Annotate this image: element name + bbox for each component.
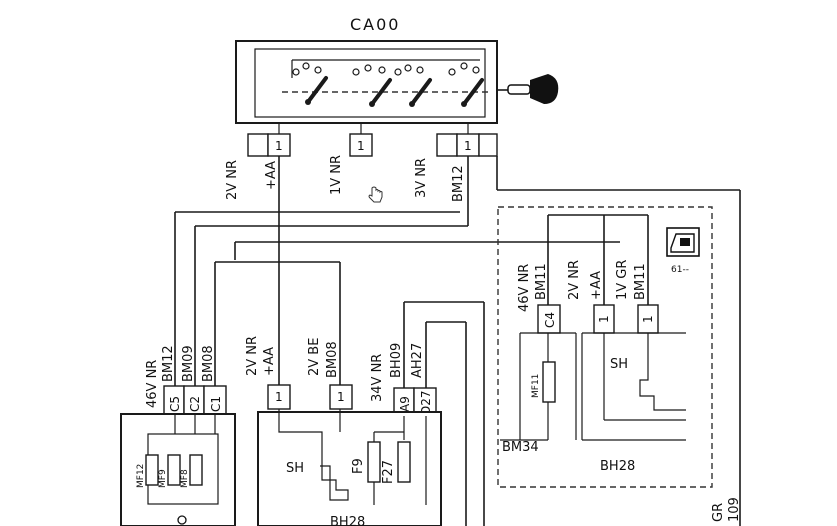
pin-label: 1 xyxy=(464,139,472,153)
wire-label: 3V NR xyxy=(414,158,429,198)
fuse-label: MF8 xyxy=(180,469,190,488)
wire-label: BM08 xyxy=(201,345,216,382)
pin-label: 1 xyxy=(337,390,345,404)
ignition-key-icon xyxy=(497,74,559,104)
shunt-label: SH xyxy=(286,461,304,476)
ground-label: BM34 xyxy=(502,440,539,455)
pin-label: 1 xyxy=(275,390,283,404)
wire-label: BM12 xyxy=(451,165,466,202)
pin-label: C5 xyxy=(168,396,182,412)
wire-label: 2V NR xyxy=(567,260,582,300)
pin-label: 1 xyxy=(641,315,655,323)
wire-label: 34V NR xyxy=(370,354,385,402)
pin-label: C1 xyxy=(209,396,223,412)
fuse-label: F27 xyxy=(381,460,396,484)
hand-cursor-icon xyxy=(368,186,383,203)
shunt-label: SH xyxy=(610,357,628,372)
wire-label: +AA xyxy=(264,161,279,190)
wire-label: BM12 xyxy=(161,345,176,382)
wire-label: +AA xyxy=(589,271,604,300)
wire-label: BM11 xyxy=(534,263,549,300)
wire-label: 2V NR xyxy=(245,336,260,376)
ref-label: 61-- xyxy=(671,265,689,275)
pin-label: 1 xyxy=(275,139,283,153)
wire-label: 46V NR xyxy=(517,264,532,312)
wiring-lines xyxy=(174,156,741,526)
pin-label: A9 xyxy=(398,396,412,412)
diagram-title: CA00 xyxy=(350,15,400,34)
wire-label: 2V NR xyxy=(225,160,240,200)
key-switch-block xyxy=(235,40,498,124)
corner-label: 109 xyxy=(727,497,742,522)
corner-label: GR xyxy=(711,503,726,522)
fuse-label: MF9 xyxy=(158,469,168,488)
wire-label: 46V NR xyxy=(145,360,160,408)
wire-label: 1V NR xyxy=(329,155,344,195)
pin-label: C2 xyxy=(188,396,202,412)
wire-label: BM09 xyxy=(181,345,196,382)
pin-label: 1 xyxy=(597,315,611,323)
wire-label: +AA xyxy=(262,347,277,376)
wire-label: AH27 xyxy=(410,343,425,378)
wire-label: BM11 xyxy=(633,263,648,300)
pin-label: D27 xyxy=(419,390,433,415)
module-name: BH28 xyxy=(600,459,635,474)
wire-label: BH09 xyxy=(389,343,404,378)
fuse-label: F9 xyxy=(351,458,366,474)
right-module: 61-- 46V NR BM11 2V NR +AA 1V GR BM11 C4… xyxy=(497,206,713,488)
left-module: 46V NR BM12 BM09 BM08 C5 C2 C1 MF12 MF9 … xyxy=(120,345,236,526)
center-module: 2V NR +AA 2V BE BM08 34V NR BH09 AH27 1 … xyxy=(245,336,442,526)
wire-label: 1V GR xyxy=(615,260,630,300)
pin-label: C4 xyxy=(543,312,557,328)
fuse-label: MF11 xyxy=(531,374,541,398)
module-name: BH28 xyxy=(330,515,365,526)
wire-label: BM08 xyxy=(325,341,340,378)
fuse-label: MF12 xyxy=(136,464,146,488)
key-switch-pins: 1 1 1 xyxy=(247,123,498,157)
pin-label: 1 xyxy=(357,139,365,153)
door-panel-icon: 61-- xyxy=(666,227,700,275)
wire-label: 2V BE xyxy=(307,338,322,376)
